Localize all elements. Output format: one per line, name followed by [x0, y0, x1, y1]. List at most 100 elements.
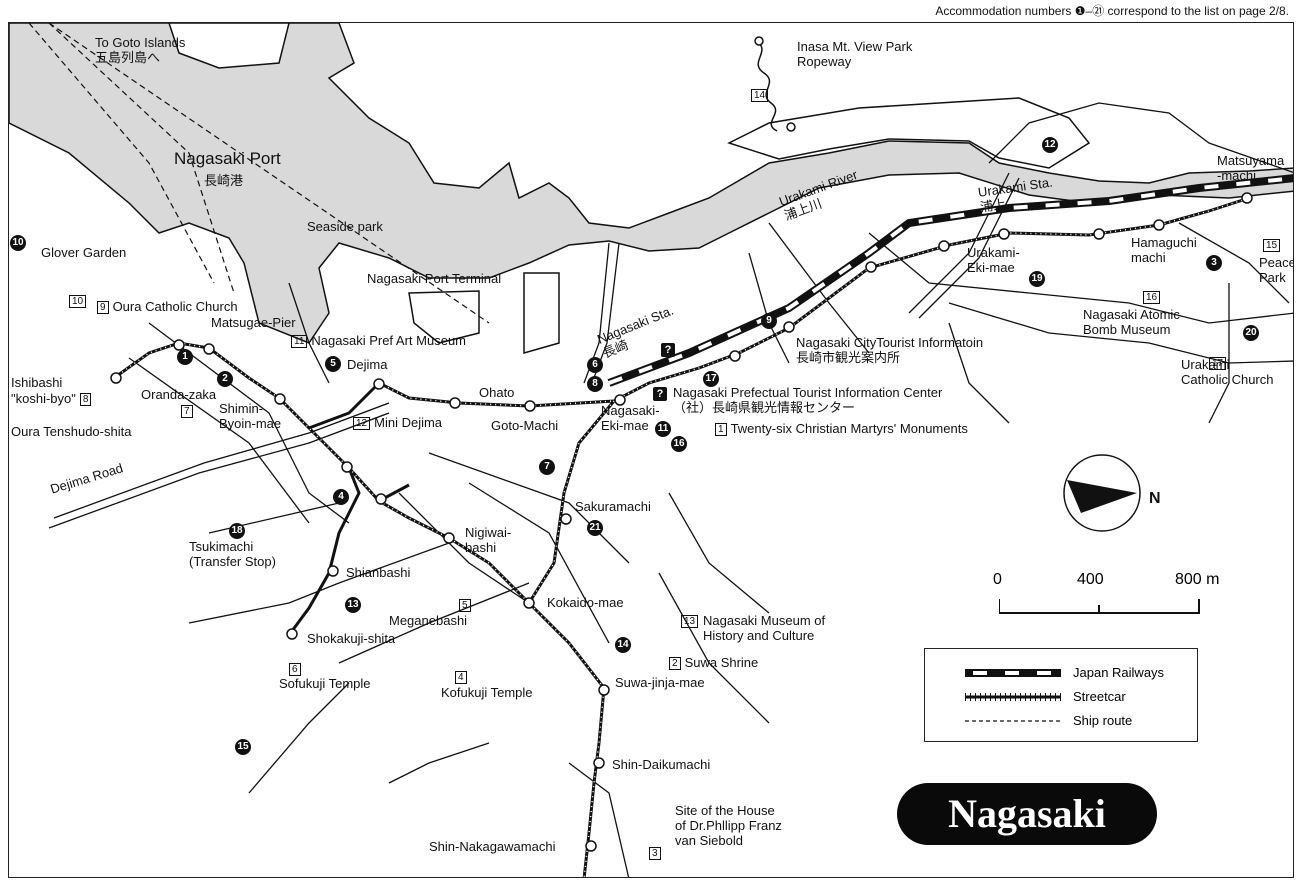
label-meganebashi: Meganebashi [389, 613, 468, 628]
sight-number: 11 [291, 335, 308, 348]
accommodation-5[interactable]: 5 [325, 356, 341, 372]
sight-number: 8 [79, 393, 92, 406]
port-terminal-block [408, 290, 480, 344]
legend: Japan Railways Streetcar Ship route [924, 648, 1198, 742]
sight-number: 3 [649, 847, 661, 860]
accommodation-11[interactable]: 11 [655, 421, 671, 437]
label-shokakuji: Shokakuji-shita [307, 631, 396, 646]
scale-bar-line [999, 599, 1200, 614]
label-pref-tourist-info: Nagasaki Prefectual Tourist Information … [673, 385, 943, 415]
sight-6-marker[interactable]: 6 [289, 661, 305, 676]
label-siebold: Site of the House of Dr.Phllipp Franz va… [675, 803, 782, 848]
legend-streetcar-label: Streetcar [1073, 689, 1126, 704]
label-nagasaki-port: Nagasaki Port [174, 149, 281, 168]
accommodation-20[interactable]: 20 [1243, 325, 1259, 341]
label-port-terminal: Nagasaki Port Terminal [367, 271, 502, 286]
label-matsugae-pier: Matsugae-Pier [211, 315, 296, 330]
accommodation-4[interactable]: 4 [333, 489, 349, 505]
sight-15-marker[interactable]: 15 [1263, 237, 1284, 252]
label-peace-park: Peace Park [1259, 255, 1294, 285]
scale-tick-0: 0 [993, 571, 1002, 588]
sight-number: 10 [69, 295, 87, 308]
accommodation-15[interactable]: 15 [235, 739, 251, 755]
sight-17-marker[interactable]: 17 [1209, 355, 1230, 370]
accommodation-6[interactable]: 6 [587, 357, 603, 373]
label-sofukuji: Sofukuji Temple [279, 676, 371, 691]
streets [48, 102, 1293, 877]
ropeway [754, 36, 796, 132]
accommodation-1[interactable]: 1 [177, 349, 193, 365]
sight-5-marker[interactable]: 5 [459, 597, 475, 612]
accommodation-2[interactable]: 2 [217, 371, 233, 387]
accommodation-19[interactable]: 19 [1029, 271, 1045, 287]
map-title-badge: Nagasaki [897, 783, 1157, 845]
sight-7-marker[interactable]: 7 [181, 403, 197, 418]
label-dejima: Dejima [347, 357, 388, 372]
accommodation-13[interactable]: 13 [345, 597, 361, 613]
label-inasa-ropeway: Inasa Mt. View Park Ropeway [797, 39, 913, 69]
accommodation-10[interactable]: 10 [10, 235, 26, 251]
sight-16-marker[interactable]: 16 [1143, 289, 1164, 304]
sight-number: 2 [669, 657, 681, 670]
accommodation-16[interactable]: 16 [671, 436, 687, 452]
goto-land [168, 23, 290, 69]
sight-3-marker[interactable]: 3 [649, 845, 665, 860]
streetcar-stops [110, 192, 1253, 852]
label-martyrs-text: Twenty-six Christian Martyrs' Monuments [730, 421, 968, 436]
inasa-land [727, 97, 1091, 169]
label-goto-machi: Goto-Machi [491, 418, 559, 433]
info-icon-pref[interactable]: ? [653, 385, 671, 401]
label-sakuramachi: Sakuramachi [575, 499, 651, 514]
sight-14-marker[interactable]: 14 [751, 87, 772, 102]
sight-4-marker[interactable]: 4 [455, 669, 471, 684]
label-tsukimachi: Tsukimachi (Transfer Stop) [189, 539, 276, 569]
sight-number: 4 [455, 671, 467, 684]
accommodation-17[interactable]: 17 [703, 371, 719, 387]
label-museum-history: Nagasaki Museum of History and Culture [703, 613, 826, 643]
label-shin-nakagawamachi: Shin-Nakagawamachi [429, 839, 556, 854]
sight-number: 16 [1143, 291, 1161, 304]
accommodation-14[interactable]: 14 [615, 637, 631, 653]
accommodation-12[interactable]: 12 [1042, 137, 1058, 153]
sight-number: 6 [289, 663, 301, 676]
accommodation-9[interactable]: 9 [761, 313, 777, 329]
label-seaside-park: Seaside park [307, 219, 383, 234]
label-city-tourist-info: Nagasaki CityTourist Informatoin 長崎市観光案内… [796, 335, 984, 365]
accommodation-3[interactable]: 3 [1206, 255, 1222, 271]
sight-number: 7 [181, 405, 193, 418]
label-kofukuji: Kofukuji Temple [441, 685, 533, 700]
info-icon: ? [661, 343, 675, 357]
svg-text:N: N [1149, 490, 1161, 507]
sight-number: 14 [751, 89, 769, 102]
accommodation-18[interactable]: 18 [229, 523, 245, 539]
info-icon-sta[interactable]: ? [661, 341, 679, 357]
scale-bar: 0 400 800 m [993, 571, 1239, 621]
sight-13-marker[interactable]: 13 [681, 613, 702, 628]
label-art-museum-text: Nagasaki Pref Art Museum [311, 333, 467, 348]
compass-icon: N [1063, 454, 1161, 532]
accommodation-21[interactable]: 21 [587, 520, 603, 536]
label-urakami-eki-mae: Urakami- Eki-mae [967, 245, 1020, 275]
legend-ship-row: Ship route [925, 711, 1197, 731]
label-kokaido-mae: Kokaido-mae [547, 595, 624, 610]
label-urakami-church: Urakami Catholic Church [1181, 357, 1274, 387]
accommodation-8[interactable]: 8 [587, 376, 603, 392]
accommodation-7[interactable]: 7 [539, 459, 555, 475]
japan-railways-line [607, 174, 1293, 387]
label-koshi-byo[interactable]: "koshi-byo"8 [11, 391, 95, 406]
header-note: Accommodation numbers ❶–㉑ correspond to … [935, 4, 1289, 18]
sight-10-marker[interactable]: 10 [69, 293, 90, 308]
pier-block [523, 272, 560, 354]
sight-number: 15 [1263, 239, 1281, 252]
legend-jr-label: Japan Railways [1073, 665, 1165, 680]
info-icon: ? [653, 387, 667, 401]
ship-routes [28, 23, 490, 324]
label-shimin-byoin: Shimin- Byoin-mae [219, 401, 282, 431]
label-matsuyama-machi: Matsuyama -machi [1217, 153, 1285, 183]
